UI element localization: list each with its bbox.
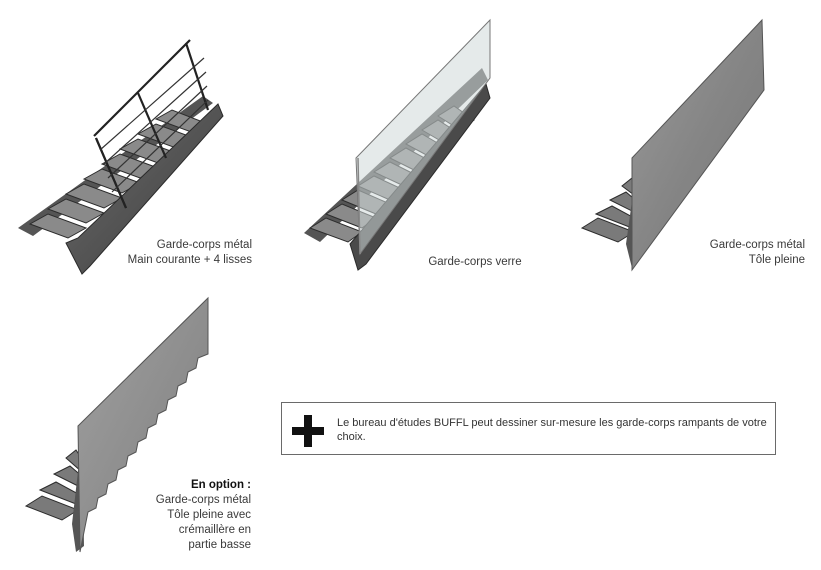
stair-metal-railing-illustration bbox=[18, 39, 224, 275]
caption-metal-rails: Garde-corps métal Main courante + 4 liss… bbox=[100, 238, 252, 268]
caption-line: Garde-corps verre bbox=[428, 256, 522, 268]
stair-metal-sheet-illustration bbox=[580, 18, 765, 272]
caption-line: Tôle pleine avec bbox=[167, 509, 251, 521]
caption-line: crémaillère en bbox=[178, 524, 251, 536]
caption-line: partie basse bbox=[188, 539, 251, 551]
plus-icon bbox=[292, 415, 324, 447]
caption-glass: Garde-corps verre bbox=[400, 255, 550, 270]
custom-design-note: Le bureau d'études BUFFL peut dessiner s… bbox=[337, 417, 767, 443]
stair-glass-railing-illustration bbox=[304, 18, 491, 271]
caption-line: Garde-corps métal bbox=[156, 239, 252, 251]
stair-notched-sheet-illustration bbox=[24, 296, 209, 553]
caption-line: Main courante + 4 lisses bbox=[127, 254, 252, 266]
caption-metal-sheet: Garde-corps métal Tôle pleine bbox=[660, 238, 805, 268]
caption-line: Garde-corps métal bbox=[155, 494, 251, 506]
custom-design-info-box: Le bureau d'études BUFFL peut dessiner s… bbox=[281, 402, 776, 455]
caption-line: Garde-corps métal bbox=[709, 239, 805, 251]
option-heading: En option : bbox=[190, 479, 251, 491]
caption-metal-sheet-notched: En option : Garde-corps métal Tôle plein… bbox=[130, 478, 251, 553]
caption-line: Tôle pleine bbox=[748, 254, 805, 266]
